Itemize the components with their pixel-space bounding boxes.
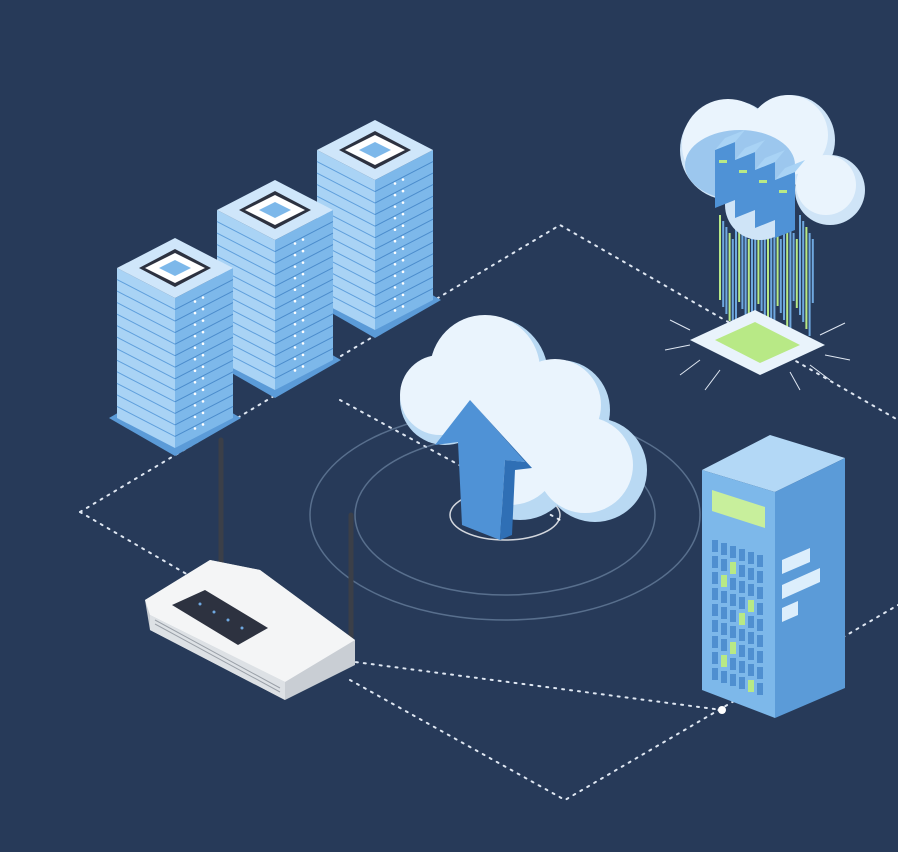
cloud-datacenter	[664, 95, 865, 391]
server-tower	[209, 180, 341, 398]
mini-server	[775, 160, 805, 238]
router-panel	[172, 590, 268, 645]
router-antennas	[218, 437, 354, 643]
upload-cloud	[400, 315, 647, 540]
server-towers	[109, 120, 441, 456]
cabinet-display	[712, 490, 765, 528]
network-node-dot	[718, 706, 726, 714]
wifi-router	[145, 560, 355, 700]
processor-chip	[664, 310, 851, 391]
upload-arrow-icon	[435, 400, 525, 540]
mini-server	[755, 150, 785, 228]
server-cabinet	[702, 435, 845, 718]
mini-server	[715, 130, 745, 208]
server-tower	[109, 238, 241, 456]
mini-server	[735, 140, 765, 218]
